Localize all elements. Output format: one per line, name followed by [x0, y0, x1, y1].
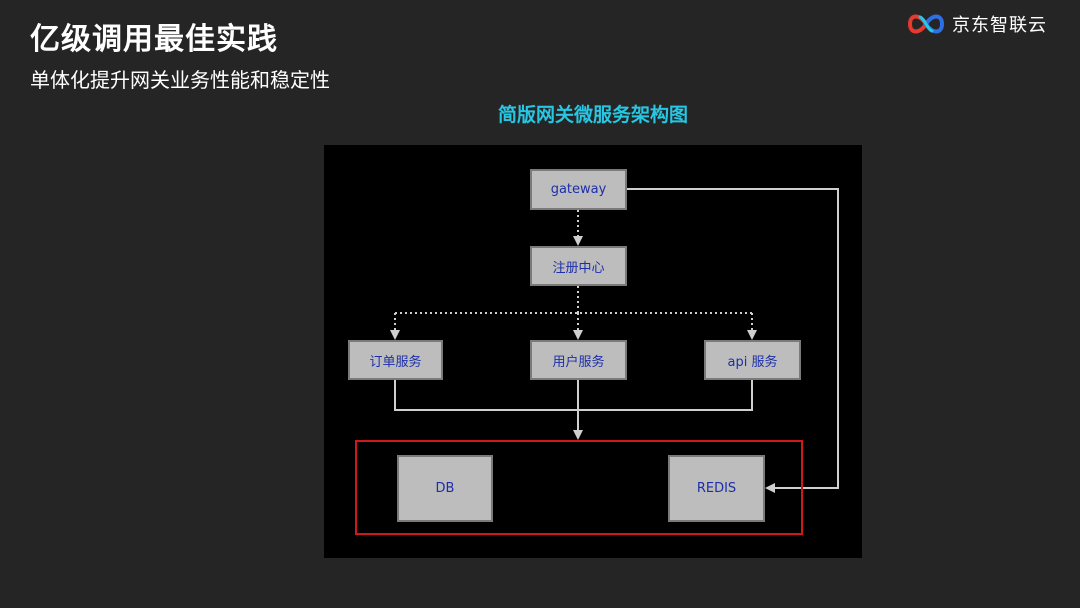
gateway-node: gateway [530, 169, 627, 210]
diagram-title: 简版网关微服务架构图 [497, 104, 688, 126]
api-service-node: api 服务 [704, 340, 801, 380]
slide-subtitle: 单体化提升网关业务性能和稳定性 [30, 68, 330, 92]
slide-title: 亿级调用最佳实践 [30, 22, 278, 57]
architecture-diagram: gateway 注册中心 订单服务 用户服务 api 服务 DB REDIS [324, 145, 862, 558]
brand-name: 京东智联云 [952, 15, 1047, 36]
edge-services-bus [394, 380, 753, 411]
db-node: DB [397, 455, 493, 522]
redis-node: REDIS [668, 455, 765, 522]
user-service-node: 用户服务 [530, 340, 627, 380]
storage-cluster [355, 440, 803, 535]
infinity-logo-icon [907, 14, 945, 34]
brand-logo: 京东智联云 [906, 10, 1047, 38]
order-service-node: 订单服务 [348, 340, 443, 380]
registry-node: 注册中心 [530, 246, 627, 286]
